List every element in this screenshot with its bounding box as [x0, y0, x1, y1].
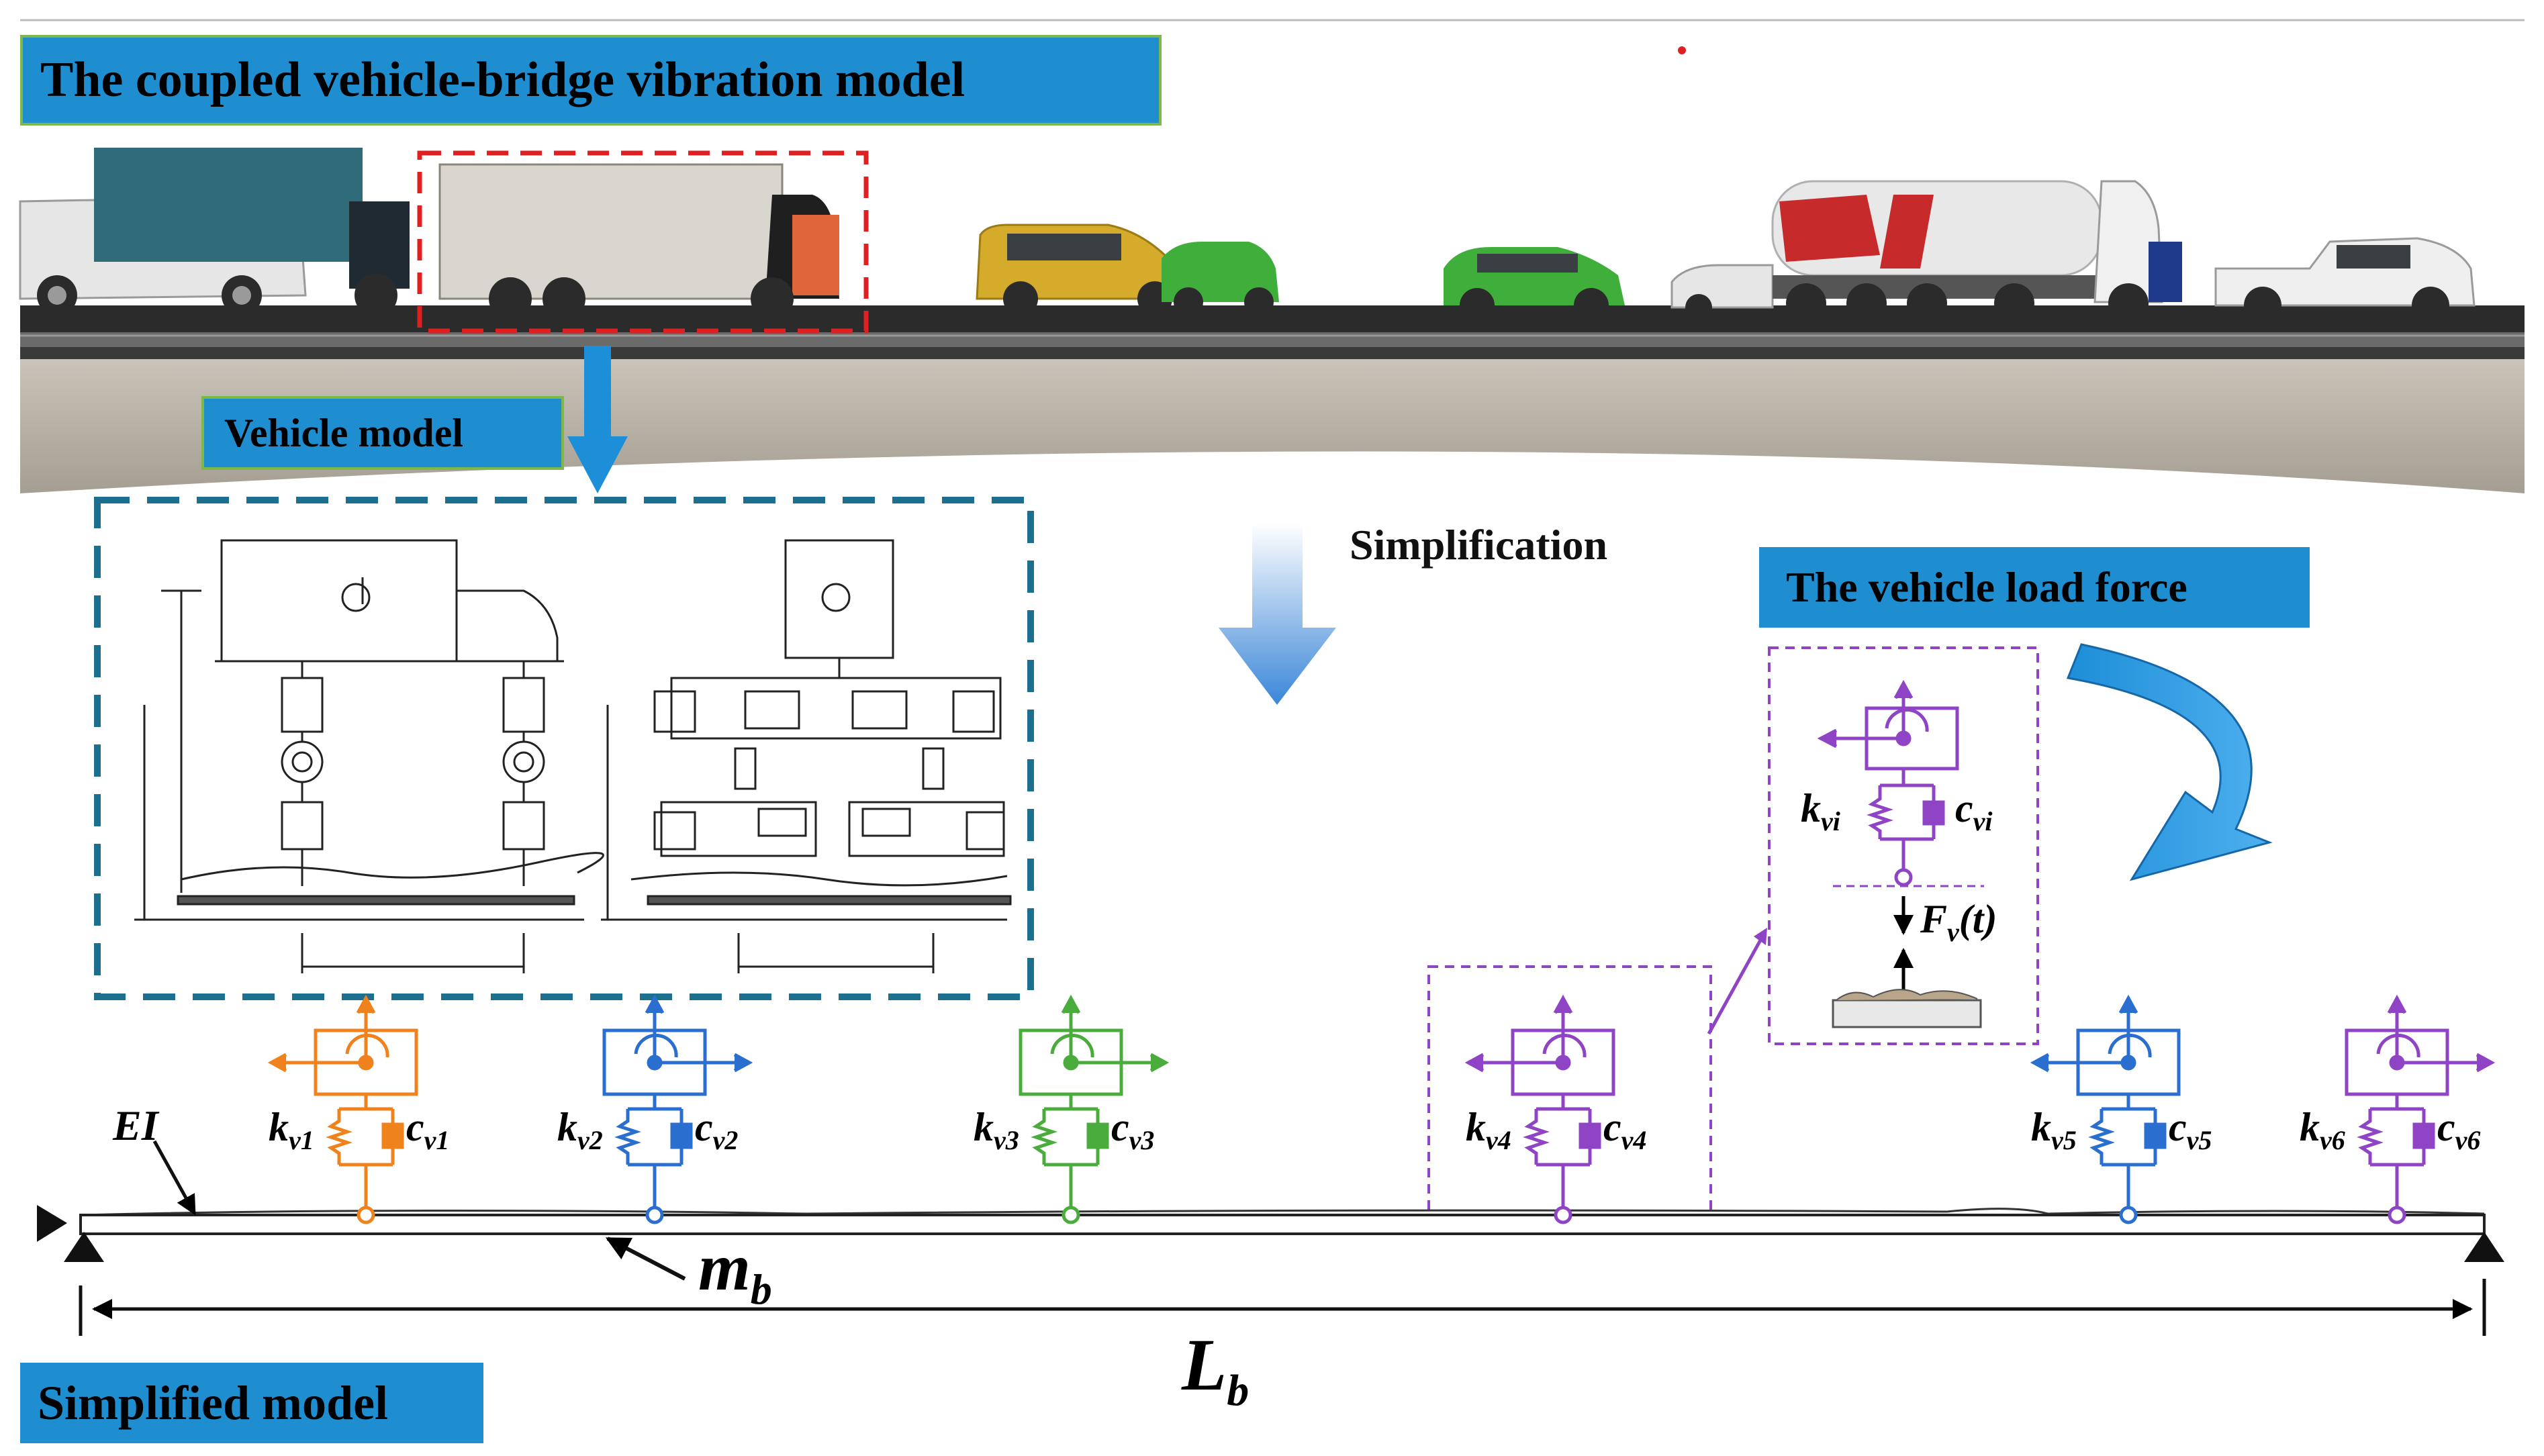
bridge-beam — [79, 1208, 2486, 1235]
detail-spring-label: kvi — [1801, 785, 1840, 837]
left-support-icon — [64, 1232, 104, 1262]
right-support-icon — [2464, 1232, 2504, 1262]
red-dot-mark — [1678, 46, 1686, 54]
detail-damper-label: cvi — [1955, 785, 1993, 837]
damper-label-5: cv5 — [2169, 1104, 2212, 1156]
detail-damper-symbol: c — [1955, 786, 1973, 830]
vehicle-unit-5 — [2030, 994, 2181, 1224]
damper-label-5-subscript: v5 — [2186, 1125, 2212, 1155]
beam-length-label: Lb — [1182, 1322, 1249, 1416]
vehicle-model-sketch — [134, 539, 1012, 973]
damper-label-5-symbol: c — [2169, 1105, 2187, 1149]
damper-label-1-symbol: c — [406, 1105, 424, 1149]
spring-label-2: kv2 — [557, 1104, 603, 1156]
box-truck-icon — [438, 163, 839, 320]
bridge-deck — [20, 305, 2525, 493]
detail-link-line — [1707, 935, 1764, 1035]
detail-spring-subscript: vi — [1821, 806, 1840, 836]
damper-label-2-symbol: c — [695, 1105, 713, 1149]
vehicle-model-frame — [94, 497, 1034, 1000]
beam-length-subscript: b — [1227, 1366, 1250, 1415]
detail-link-arrowhead — [1754, 928, 1767, 945]
minivan-icon — [976, 224, 1190, 316]
simplification-arrow — [1219, 524, 1336, 705]
damper-label-1-subscript: v1 — [424, 1125, 450, 1155]
detail-spring-symbol: k — [1801, 786, 1821, 830]
damper-label-1: cv1 — [406, 1104, 449, 1156]
spring-label-1-symbol: k — [269, 1105, 289, 1149]
mass-pointer-arrow — [605, 1236, 686, 1281]
spring-label-2-symbol: k — [557, 1105, 577, 1149]
page-title: The coupled vehicle-bridge vibration mod… — [20, 35, 1162, 126]
tanker-truck-icon — [1771, 180, 2182, 324]
spring-label-3-subscript: v3 — [994, 1125, 1019, 1155]
spring-label-6: kv6 — [2300, 1104, 2345, 1156]
vehicle-unit-1 — [267, 994, 418, 1224]
simplification-label: Simplification — [1350, 521, 1608, 569]
vehicle-force-symbol: F — [1920, 897, 1948, 941]
vehicle-units — [267, 994, 2496, 1224]
spring-label-4-symbol: k — [1466, 1105, 1486, 1149]
load-force-detail-frame — [1768, 646, 2039, 1045]
detail-damper-subscript: vi — [1973, 806, 1993, 836]
damper-label-2-subscript: v2 — [712, 1125, 739, 1155]
selected-vehicle-frame — [417, 150, 869, 334]
damper-label-4-symbol: c — [1603, 1105, 1621, 1149]
damper-label-4: cv4 — [1603, 1104, 1646, 1156]
vehicle-force-argument: (t) — [1959, 897, 1997, 941]
damper-label-3-subscript: v3 — [1129, 1125, 1155, 1155]
pin-arrow-icon — [37, 1205, 67, 1242]
load-force-curved-arrow — [2066, 643, 2273, 881]
spring-label-5-symbol: k — [2031, 1105, 2051, 1149]
simplified-model-label: Simplified model — [20, 1363, 483, 1443]
spring-label-6-subscript: v6 — [2320, 1125, 2345, 1155]
damper-label-3-symbol: c — [1111, 1105, 1129, 1149]
damper-label-4-subscript: v4 — [1621, 1125, 1647, 1155]
spring-label-1: kv1 — [269, 1104, 314, 1156]
hatchback-icon — [1162, 242, 1279, 317]
spring-label-2-subscript: v2 — [577, 1125, 603, 1155]
ei-pointer-arrow — [152, 1140, 197, 1216]
vehicle-unit-2 — [602, 994, 753, 1224]
spring-label-4-subscript: v4 — [1486, 1125, 1511, 1155]
road-surface-block — [1832, 989, 1982, 1028]
damper-label-3: cv3 — [1111, 1104, 1154, 1156]
vehicle-model-label: Vehicle model — [201, 396, 564, 470]
spring-label-4: kv4 — [1466, 1104, 1511, 1156]
spring-label-3: kv3 — [974, 1104, 1019, 1156]
expand-down-arrow — [567, 346, 628, 493]
load-force-detail — [1817, 679, 1959, 887]
damper-label-2: cv2 — [695, 1104, 738, 1156]
beam-mass-symbol: m — [698, 1230, 751, 1304]
spring-label-5-subscript: v5 — [2051, 1125, 2077, 1155]
spring-label-1-subscript: v1 — [289, 1125, 314, 1155]
spring-label-5: kv5 — [2031, 1104, 2077, 1156]
spring-label-3-symbol: k — [974, 1105, 994, 1149]
vehicle-force-subscript: v — [1947, 917, 1959, 947]
box-truck-icon — [94, 148, 410, 317]
beam-length-symbol: L — [1182, 1324, 1227, 1406]
vehicle-unit-4 — [1464, 994, 1615, 1224]
spring-label-6-symbol: k — [2300, 1105, 2320, 1149]
hatchback-icon — [1444, 247, 1625, 323]
damper-label-6-symbol: c — [2437, 1105, 2455, 1149]
vehicle-unit-6 — [2345, 994, 2496, 1224]
beam-mass-label: mb — [698, 1228, 772, 1314]
damper-label-6-subscript: v6 — [2455, 1125, 2481, 1155]
vehicle-load-force-label: The vehicle load force — [1759, 547, 2310, 628]
beam-stiffness-label: EI — [113, 1102, 158, 1149]
vehicle-force-label: Fv(t) — [1920, 896, 1997, 948]
vehicle-unit-3 — [1019, 994, 1170, 1224]
damper-label-6: cv6 — [2437, 1104, 2480, 1156]
pickup-truck-icon — [2214, 237, 2476, 324]
beam-mass-subscript: b — [750, 1265, 772, 1313]
